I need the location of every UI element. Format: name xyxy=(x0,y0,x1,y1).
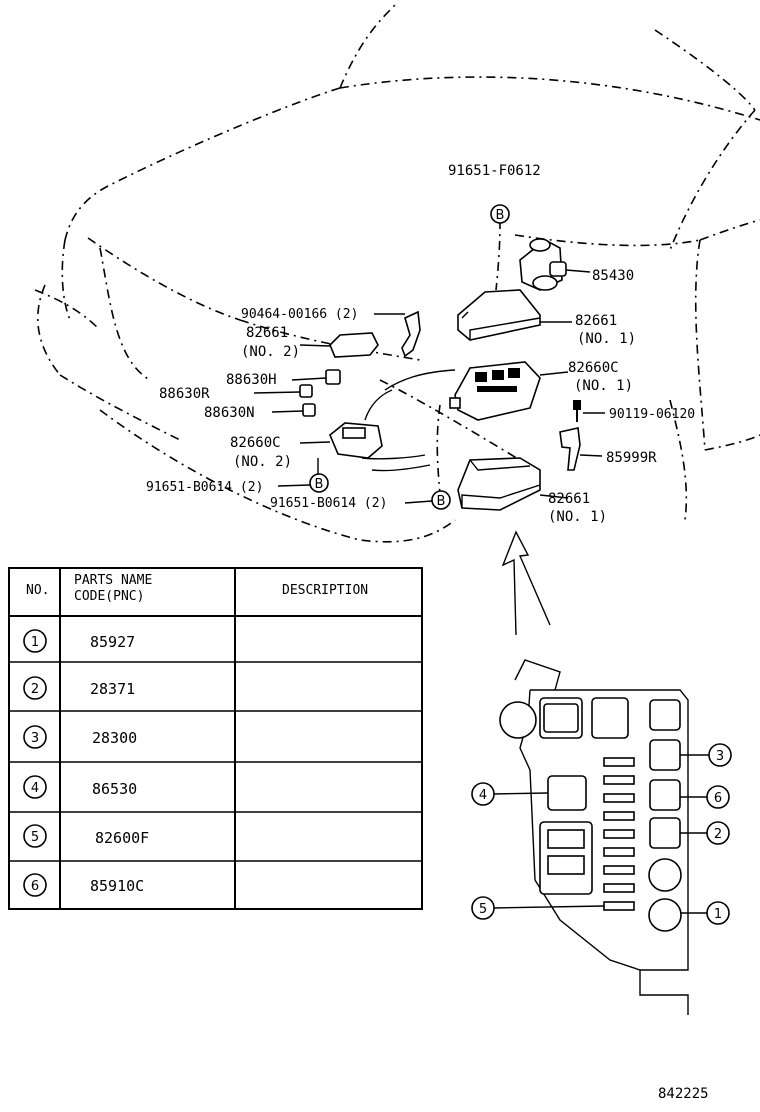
fuse-callout-1: 1 xyxy=(706,901,730,925)
svg-text:4: 4 xyxy=(31,781,39,796)
wire-harness xyxy=(317,369,456,475)
label-82660c-no2-sub: (NO. 2) xyxy=(233,454,292,470)
label-82661-no2-sub: (NO. 2) xyxy=(241,344,300,360)
label-90119: 90119-06120 xyxy=(609,407,695,422)
table-row: 3 28300 xyxy=(23,725,137,749)
svg-text:1: 1 xyxy=(714,907,722,922)
label-82661-no1-bot-sub: (NO. 1) xyxy=(548,509,607,525)
svg-text:86530: 86530 xyxy=(92,780,137,798)
table-row: 6 85910C xyxy=(23,873,144,897)
marker-b-top: B xyxy=(490,204,510,224)
svg-text:6: 6 xyxy=(31,879,39,894)
marker-b-left: B xyxy=(309,473,329,493)
parts-table: NO. PARTS NAME CODE(PNC) DESCRIPTION 1 8… xyxy=(8,567,423,910)
figure-id: 842225 xyxy=(658,1086,709,1102)
label-91651-b0614-b: 91651-B0614 (2) xyxy=(270,496,387,511)
clamp-90464 xyxy=(374,310,421,358)
label-85430: 85430 xyxy=(592,268,634,284)
svg-text:B: B xyxy=(496,208,505,223)
fuse-callout-5: 5 xyxy=(471,896,495,920)
svg-text:6: 6 xyxy=(714,791,722,806)
label-88630n: 88630N xyxy=(204,405,255,421)
label-88630r: 88630R xyxy=(159,386,210,402)
relay-88630h xyxy=(291,369,341,385)
fuse-box-cover-no2 xyxy=(299,332,379,358)
table-header-code: CODE(PNC) xyxy=(74,589,144,604)
svg-text:28300: 28300 xyxy=(92,729,137,747)
fuse-box-cover-top xyxy=(457,289,572,341)
fuse-callout-4: 4 xyxy=(471,782,495,806)
svg-text:2: 2 xyxy=(714,827,722,842)
label-85999r: 85999R xyxy=(606,450,657,466)
relay-85430 xyxy=(519,238,591,291)
table-header-no: NO. xyxy=(26,583,49,598)
svg-text:82600F: 82600F xyxy=(95,829,149,847)
svg-text:4: 4 xyxy=(479,788,487,803)
relay-88630r xyxy=(253,384,313,398)
svg-text:2: 2 xyxy=(31,682,39,697)
junction-block-no2 xyxy=(299,422,383,459)
label-82661-no1-top-sub: (NO. 1) xyxy=(577,331,636,347)
table-row: 2 28371 xyxy=(23,676,135,700)
label-82661-no1-top: 82661 xyxy=(575,313,617,329)
label-82660c-no2: 82660C xyxy=(230,435,281,451)
bracket-85999r xyxy=(559,427,603,471)
table-header-description: DESCRIPTION xyxy=(282,583,368,598)
label-82661-no2: 82661 xyxy=(246,325,288,341)
svg-text:85910C: 85910C xyxy=(90,877,144,895)
label-91651-f0612: 91651-F0612 xyxy=(448,163,541,179)
svg-text:B: B xyxy=(315,477,324,492)
svg-text:3: 3 xyxy=(716,749,724,764)
svg-text:85927: 85927 xyxy=(90,633,135,651)
svg-text:B: B xyxy=(437,494,446,509)
svg-text:28371: 28371 xyxy=(90,680,135,698)
fuse-callout-3: 3 xyxy=(708,743,732,767)
label-82660c-no1-sub: (NO. 1) xyxy=(574,378,633,394)
svg-text:3: 3 xyxy=(31,731,39,746)
detail-arrow xyxy=(501,530,551,636)
svg-text:5: 5 xyxy=(31,830,39,845)
table-header-parts-name: PARTS NAME xyxy=(74,573,152,588)
label-90464: 90464-00166 (2) xyxy=(241,307,358,322)
fuse-box-detail: 3 6 2 4 5 1 xyxy=(471,659,732,1015)
table-row: 1 85927 xyxy=(23,629,135,653)
fuse-box-lower-case xyxy=(457,457,569,511)
table-row: 4 86530 xyxy=(23,775,137,799)
label-82660c-no1: 82660C xyxy=(568,360,619,376)
marker-b-right: B xyxy=(431,490,451,510)
svg-text:1: 1 xyxy=(31,635,39,650)
table-row: 5 82600F xyxy=(23,824,149,848)
vehicle-outline xyxy=(34,4,760,543)
label-82661-no1-bot: 82661 xyxy=(548,491,590,507)
junction-block-no1 xyxy=(449,361,569,421)
relay-88630n xyxy=(271,403,316,417)
bolt-90119 xyxy=(573,400,605,422)
label-88630h: 88630H xyxy=(226,372,277,388)
fuse-callout-2: 2 xyxy=(706,821,730,845)
label-91651-b0614-a: 91651-B0614 (2) xyxy=(146,480,263,495)
svg-text:5: 5 xyxy=(479,902,487,917)
fuse-callout-6: 6 xyxy=(706,785,730,809)
